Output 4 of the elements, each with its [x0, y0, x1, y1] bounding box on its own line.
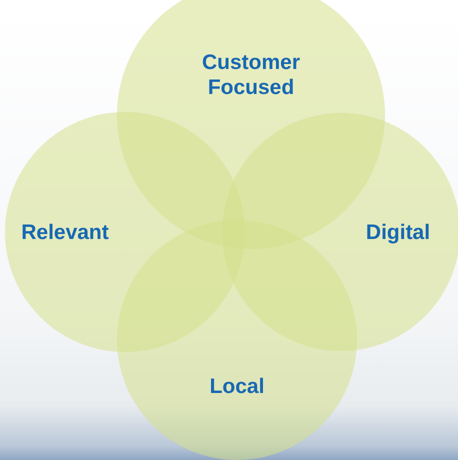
circle-label: Relevant	[21, 220, 109, 244]
circle-label: Local	[210, 374, 264, 398]
circle-label: Customer Focused	[200, 50, 302, 100]
circle-label: Digital	[366, 220, 430, 244]
